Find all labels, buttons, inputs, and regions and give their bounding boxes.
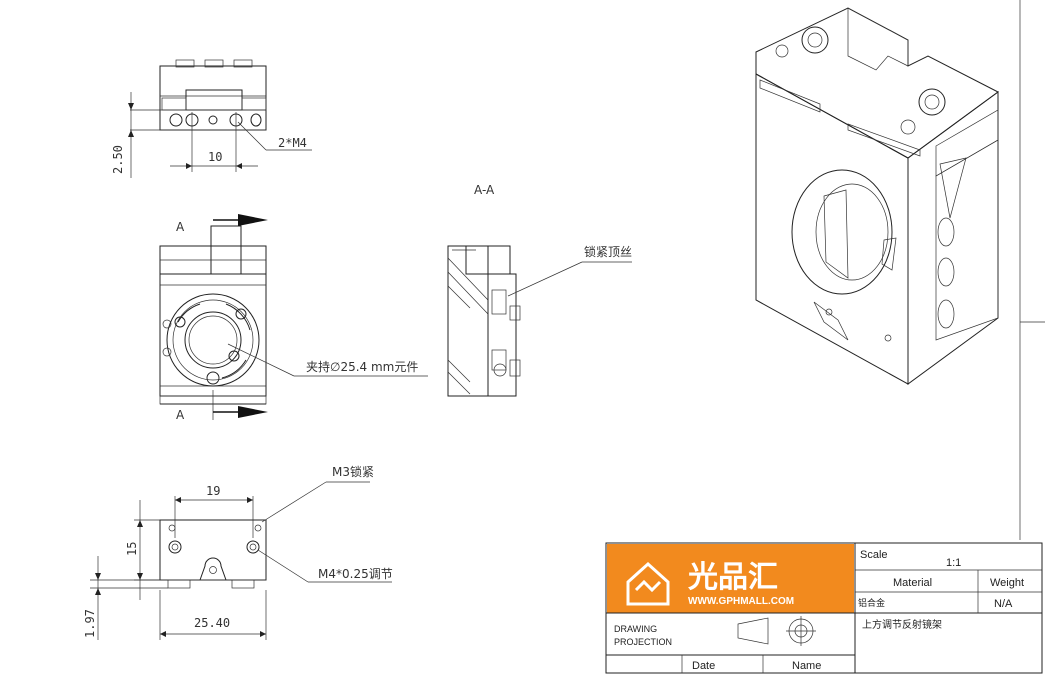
isometric-view bbox=[755, 7, 999, 385]
material-value: 铝合金 bbox=[858, 597, 885, 608]
scale-label: Scale bbox=[860, 549, 888, 561]
front-view bbox=[159, 214, 428, 420]
brand-name: 光品汇 bbox=[688, 560, 778, 595]
callout-hold-25-4: 夹持∅25.4 mm元件 bbox=[306, 359, 418, 374]
callout-m4-adjust: M4*0.25调节 bbox=[318, 567, 393, 581]
section-a-a-view bbox=[447, 245, 632, 397]
brand-url: WWW.GPHMALL.COM bbox=[688, 596, 794, 607]
scale-value: 1:1 bbox=[946, 557, 961, 569]
section-mark-a-bottom: A bbox=[176, 408, 185, 422]
drawing-label: DRAWING bbox=[614, 624, 657, 634]
brand-logo-panel bbox=[607, 544, 854, 613]
house-logo-icon bbox=[626, 561, 670, 606]
callout-lock-screw: 锁紧顶丝 bbox=[584, 244, 632, 259]
bottom-view bbox=[90, 481, 392, 640]
callout-m3-lock: M3锁紧 bbox=[332, 464, 374, 479]
dim-10-label: 10 bbox=[208, 150, 222, 164]
dim-25-40-label: 25.40 bbox=[194, 616, 230, 630]
section-title-a-a: A-A bbox=[474, 183, 495, 197]
top-view bbox=[128, 59, 312, 178]
weight-value: N/A bbox=[994, 598, 1013, 610]
material-label: Material bbox=[893, 577, 932, 589]
callout-2m4: 2*M4 bbox=[278, 136, 307, 150]
projection-label: PROJECTION bbox=[614, 637, 672, 647]
part-name: 上方调节反射镜架 bbox=[862, 618, 942, 631]
projection-cone-icon bbox=[737, 617, 769, 645]
dim-1-97-label: 1.97 bbox=[83, 609, 97, 638]
date-label: Date bbox=[692, 660, 715, 672]
name-label: Name bbox=[792, 660, 821, 672]
title-block bbox=[605, 542, 1043, 674]
dim-15-label: 15 bbox=[125, 542, 139, 556]
dim-19-label: 19 bbox=[206, 484, 220, 498]
section-mark-a-top: A bbox=[176, 220, 185, 234]
weight-label: Weight bbox=[990, 577, 1024, 589]
dim-2-50-label: 2.50 bbox=[111, 145, 125, 174]
